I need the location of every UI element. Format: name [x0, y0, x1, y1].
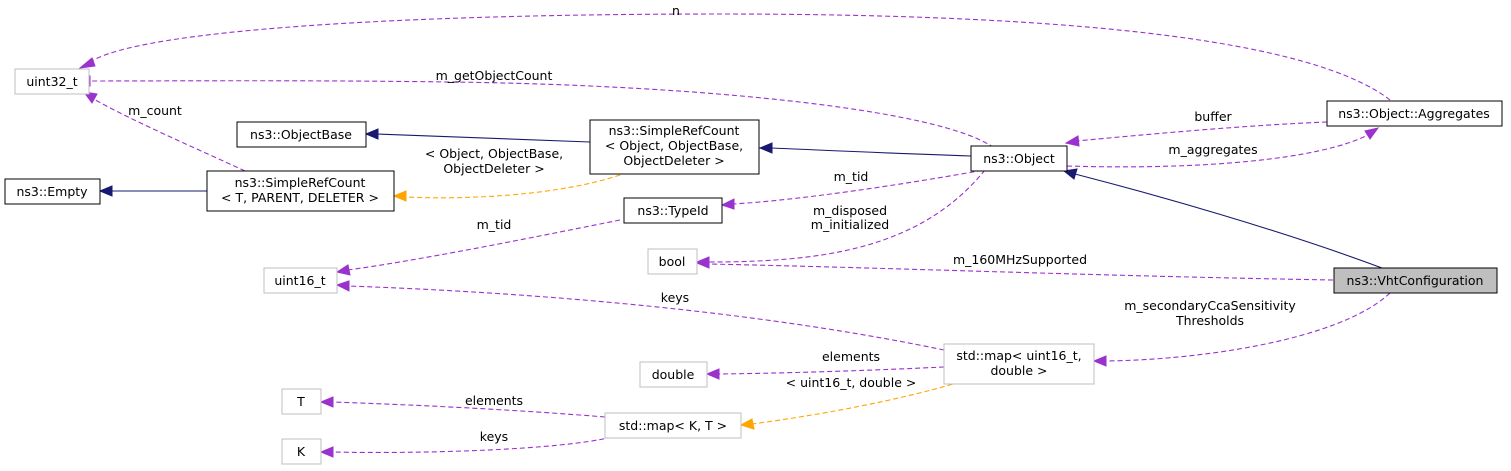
edge-label-elements-t: elements — [465, 393, 523, 408]
node-simplerefcount-object-line2: < Object, ObjectBase, — [605, 138, 743, 153]
arrowhead — [758, 142, 773, 154]
edge-objectbase-simplerefcount-inherit — [376, 133, 591, 143]
arrowhead — [335, 264, 351, 276]
edge-aggregates-uint32-n — [89, 13, 1391, 101]
arrowhead — [392, 190, 407, 202]
node-object-aggregates-label: ns3::Object::Aggregates — [1338, 106, 1490, 121]
edge-label-m-disposed-1: m_disposed — [813, 203, 887, 218]
edge-label-m-160mhz: m_160MHzSupported — [953, 252, 1087, 267]
node-typeid-label: ns3::TypeId — [637, 203, 708, 218]
node-empty-label: ns3::Empty — [16, 184, 88, 199]
edge-map-uint16-keys — [347, 285, 945, 351]
node-empty[interactable]: ns3::Empty — [4, 178, 101, 205]
edge-object-vhtconfiguration-inherit — [1074, 173, 1383, 269]
edge-simplerefcount-uint32-count — [91, 97, 246, 172]
node-map-k-t[interactable]: std::map< K, T > — [604, 412, 742, 439]
edge-mapkt-k-keys — [331, 436, 613, 454]
node-objectbase[interactable]: ns3::ObjectBase — [236, 121, 367, 148]
edge-object-uint32-getobjectcount — [87, 80, 1001, 154]
edge-vht-bool-160mhz — [707, 263, 1334, 281]
edge-aggregates-object-buffer — [1076, 121, 1328, 142]
node-simplerefcount-object-line3: ObjectDeleter > — [623, 153, 724, 168]
edge-object-aggregates-maggregates — [1066, 133, 1371, 168]
arrowhead — [98, 185, 113, 197]
arrowhead — [335, 280, 350, 292]
edge-template-instance-simplerefcount — [404, 174, 621, 199]
edge-label-m-tid-typeid: m_tid — [477, 217, 512, 232]
edge-label-keys-uint16: keys — [661, 290, 689, 305]
edge-label-template-obj-2: ObjectDeleter > — [443, 161, 544, 176]
edge-label-m-getobjectcount: m_getObjectCount — [436, 68, 553, 83]
node-bool[interactable]: bool — [647, 248, 698, 275]
edge-label-m-aggregates: m_aggregates — [1168, 142, 1257, 157]
arrowhead — [364, 128, 379, 140]
node-uint16-t-label: uint16_t — [274, 273, 325, 288]
edge-map-double-elements — [717, 366, 945, 375]
arrowhead — [720, 198, 735, 210]
edge-label-secondarycca-1: m_secondaryCcaSensitivity — [1124, 298, 1296, 313]
edge-template-instance-map — [751, 381, 961, 425]
arrowhead — [82, 91, 98, 104]
arrowhead — [319, 396, 334, 408]
edge-mapkt-t-elements — [331, 401, 606, 418]
node-double-label: double — [652, 367, 695, 382]
node-double[interactable]: double — [639, 361, 708, 388]
arrowhead — [78, 57, 96, 69]
node-uint32-t-label: uint32_t — [26, 74, 77, 89]
edge-label-template-map: < uint16_t, double > — [786, 375, 917, 390]
edge-label-n: n — [672, 3, 680, 18]
edge-label-m-count: m_count — [128, 103, 182, 118]
node-vht-configuration[interactable]: ns3::VhtConfiguration — [1333, 267, 1498, 294]
edge-label-buffer: buffer — [1194, 109, 1232, 124]
arrowhead — [705, 368, 720, 380]
edge-label-m-tid-object: m_tid — [834, 169, 869, 184]
edge-object-bool-disposed — [707, 169, 986, 263]
node-map-uint16-double-line2: double > — [990, 363, 1047, 378]
node-k-label: K — [297, 444, 306, 459]
node-typeid[interactable]: ns3::TypeId — [623, 197, 723, 224]
edge-vht-map-secondarycca — [1104, 292, 1391, 362]
node-map-uint16-double[interactable]: std::map< uint16_t, double > — [943, 343, 1095, 385]
edge-label-secondarycca-2: Thresholds — [1175, 313, 1244, 328]
edge-label-keys-k: keys — [480, 429, 508, 444]
node-bool-label: bool — [659, 254, 686, 269]
edge-label-m-disposed-2: m_initialized — [811, 217, 889, 232]
node-simplerefcount-object[interactable]: ns3::SimpleRefCount < Object, ObjectBase… — [589, 119, 760, 175]
edge-object-typeid-mtid — [732, 168, 991, 205]
node-simplerefcount-object-line1: ns3::SimpleRefCount — [609, 123, 740, 138]
node-t[interactable]: T — [281, 388, 322, 415]
node-objectbase-label: ns3::ObjectBase — [250, 127, 352, 142]
node-simplerefcount-t-line1: ns3::SimpleRefCount — [235, 175, 366, 190]
node-vht-configuration-label: ns3::VhtConfiguration — [1347, 273, 1484, 288]
node-simplerefcount-t-line2: < T, PARENT, DELETER > — [221, 190, 379, 205]
arrowhead — [1064, 135, 1080, 147]
node-map-k-t-label: std::map< K, T > — [619, 418, 727, 433]
arrowhead — [1364, 127, 1380, 140]
node-uint32-t[interactable]: uint32_t — [14, 68, 90, 95]
node-object[interactable]: ns3::Object — [970, 145, 1068, 172]
node-object-aggregates[interactable]: ns3::Object::Aggregates — [1326, 100, 1503, 127]
node-uint16-t[interactable]: uint16_t — [263, 267, 338, 294]
node-object-label: ns3::Object — [983, 151, 1055, 166]
node-k[interactable]: K — [281, 438, 322, 465]
edge-label-elements-double: elements — [822, 349, 880, 364]
node-t-label: T — [296, 394, 305, 409]
edge-simplerefcount-object-inherit — [770, 147, 972, 157]
arrowhead — [1092, 355, 1107, 367]
arrowhead — [739, 418, 755, 430]
node-map-uint16-double-line1: std::map< uint16_t, — [956, 348, 1081, 363]
arrowhead — [695, 257, 710, 269]
arrowhead — [319, 446, 334, 458]
node-simplerefcount-t[interactable]: ns3::SimpleRefCount < T, PARENT, DELETER… — [206, 170, 395, 212]
edge-label-template-obj-1: < Object, ObjectBase, — [425, 146, 563, 161]
